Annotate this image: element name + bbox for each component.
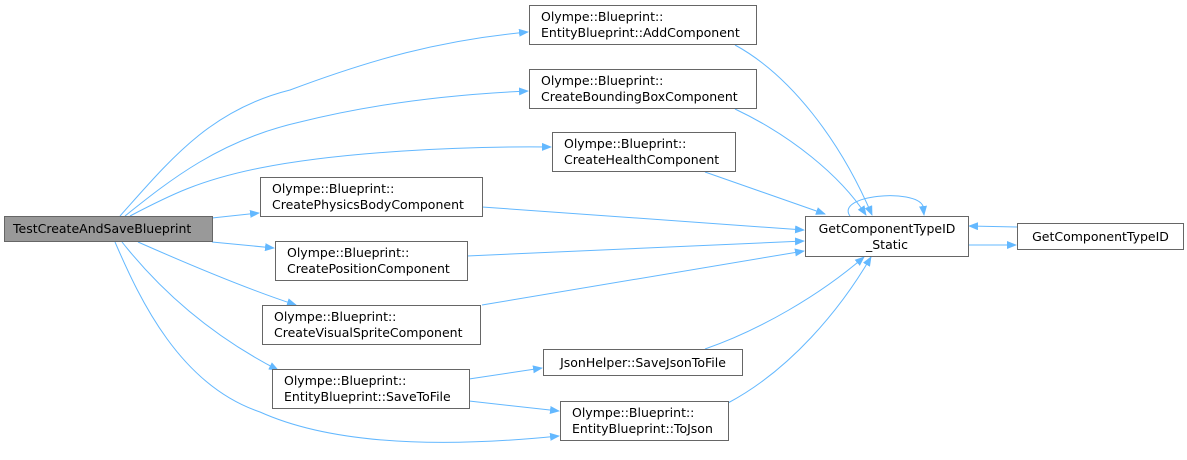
- node-label: JsonHelper::SaveJsonToFile: [560, 354, 726, 370]
- edge-root-health: [129, 142, 552, 217]
- edge-root-to-json: [114, 241, 560, 443]
- node-label-line1: Olympe::Blueprint::: [572, 405, 695, 420]
- node-add-component[interactable]: Olympe::Blueprint::EntityBlueprint::AddC…: [529, 5, 757, 45]
- node-get-component-type-id[interactable]: GetComponentTypeID: [1017, 223, 1184, 250]
- edge-to-json-static: [727, 256, 872, 404]
- node-label-line2: EntityBlueprint::AddComponent: [541, 25, 740, 40]
- edge-position-static: [466, 237, 805, 257]
- node-json-helper-save-json-to-file[interactable]: JsonHelper::SaveJsonToFile: [543, 349, 743, 376]
- node-create-physics-body-component[interactable]: Olympe::Blueprint::CreatePhysicsBodyComp…: [260, 177, 483, 217]
- node-label-line2: CreatePhysicsBodyComponent: [272, 197, 464, 212]
- node-label-line1: Olympe::Blueprint::: [274, 309, 397, 324]
- node-label-line1: Olympe::Blueprint::: [287, 245, 410, 260]
- edge-root-add-component: [119, 28, 529, 217]
- node-label-line1: Olympe::Blueprint::: [272, 181, 395, 196]
- edge-root-physics: [211, 209, 260, 219]
- node-label-line1: Olympe::Blueprint::: [284, 373, 407, 388]
- node-label-line1: Olympe::Blueprint::: [541, 73, 664, 88]
- node-create-bounding-box-component[interactable]: Olympe::Blueprint::CreateBoundingBoxComp…: [529, 69, 757, 109]
- node-label-line1: Olympe::Blueprint::: [564, 136, 687, 151]
- node-create-health-component[interactable]: Olympe::Blueprint::CreateHealthComponent: [552, 132, 736, 172]
- node-test-create-and-save-blueprint[interactable]: TestCreateAndSaveBlueprint: [4, 216, 213, 242]
- node-get-component-type-id-static[interactable]: GetComponentTypeID_Static: [805, 216, 969, 257]
- edge-root-save-to-file: [121, 241, 279, 371]
- node-label-line2: CreatePositionComponent: [287, 261, 450, 276]
- node-label-line2: CreateBoundingBoxComponent: [541, 89, 738, 104]
- node-label-line2: EntityBlueprint::ToJson: [572, 421, 713, 436]
- edge-save-to-file-json-helper: [468, 365, 543, 380]
- edge-save-to-file-to-json: [468, 400, 560, 414]
- node-label: GetComponentTypeID: [1032, 228, 1169, 244]
- edge-static-self-loop: [847, 195, 927, 217]
- edge-bounding-box-static: [734, 108, 867, 216]
- node-label-line2: CreateHealthComponent: [564, 152, 720, 167]
- edge-root-visual-sprite: [137, 241, 297, 307]
- edge-visual-sprite-static: [481, 248, 805, 306]
- node-create-visual-sprite-component[interactable]: Olympe::Blueprint::CreateVisualSpriteCom…: [262, 305, 481, 345]
- node-to-json[interactable]: Olympe::Blueprint::EntityBlueprint::ToJs…: [560, 401, 729, 441]
- edge-get-id-static: [968, 222, 1018, 231]
- edge-physics-static: [481, 206, 805, 234]
- edge-json-helper-static: [704, 256, 865, 350]
- node-label: TestCreateAndSaveBlueprint: [13, 221, 192, 236]
- edge-root-bounding-box: [124, 87, 529, 217]
- node-create-position-component[interactable]: Olympe::Blueprint::CreatePositionCompone…: [275, 241, 468, 281]
- node-label-line2: EntityBlueprint::SaveToFile: [284, 389, 451, 404]
- node-label-line1: GetComponentTypeID: [818, 220, 956, 236]
- edge-health-static: [704, 171, 826, 215]
- edge-add-component-static: [734, 44, 873, 216]
- node-label-line2: _Static: [866, 236, 908, 252]
- node-label-line1: Olympe::Blueprint::: [541, 9, 664, 24]
- edge-root-position: [211, 241, 275, 252]
- node-save-to-file[interactable]: Olympe::Blueprint::EntityBlueprint::Save…: [272, 369, 470, 409]
- node-label-line2: CreateVisualSpriteComponent: [274, 325, 463, 340]
